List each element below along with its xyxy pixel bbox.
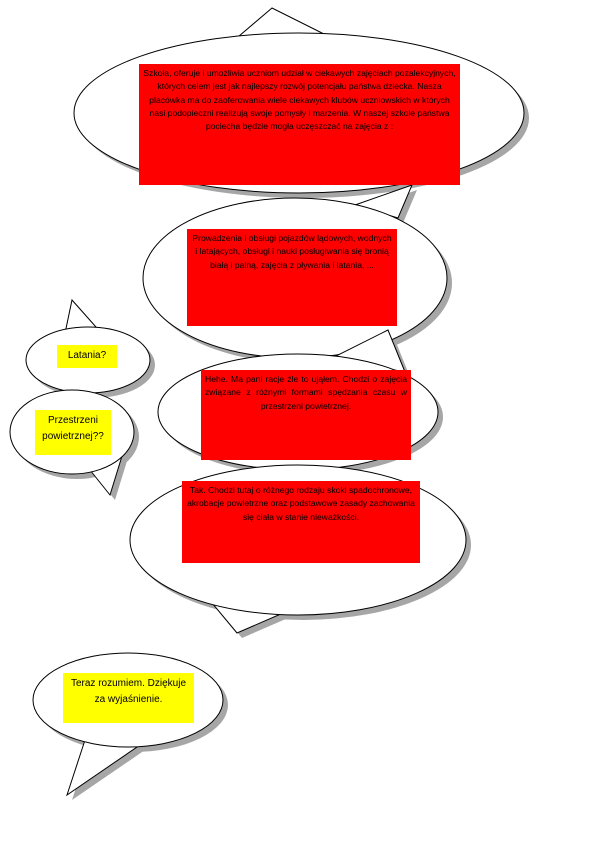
bubble-activities-join xyxy=(351,208,393,223)
answer-skydiving-text: Tak. Chodzi tutaj o różnego rodzaju skok… xyxy=(182,481,420,563)
activities-list-text: Prowadzenia i obsługi pojazdów lądowych,… xyxy=(187,229,397,326)
school-intro-text: Szkoła, oferuje i umożliwia uczniom udzi… xyxy=(139,64,460,185)
question-airspace-text: Przestrzeni powietrznej?? xyxy=(35,410,111,455)
answer-airspace-text: Hehe. Ma pani racje źle to ująłem. Chodz… xyxy=(201,370,411,460)
bubble-thanks-join xyxy=(88,733,140,744)
bubble-question-airspace-join xyxy=(88,453,120,469)
bubble-school-intro-join xyxy=(229,45,338,53)
question-flying-text: Latania? xyxy=(57,345,117,368)
thanks-text: Teraz rozumiem. Dziękuje za wyjaśnienie. xyxy=(63,673,194,723)
bubble-answer-skydiving-join xyxy=(217,598,291,607)
bubble-question-flying-join xyxy=(65,336,104,341)
